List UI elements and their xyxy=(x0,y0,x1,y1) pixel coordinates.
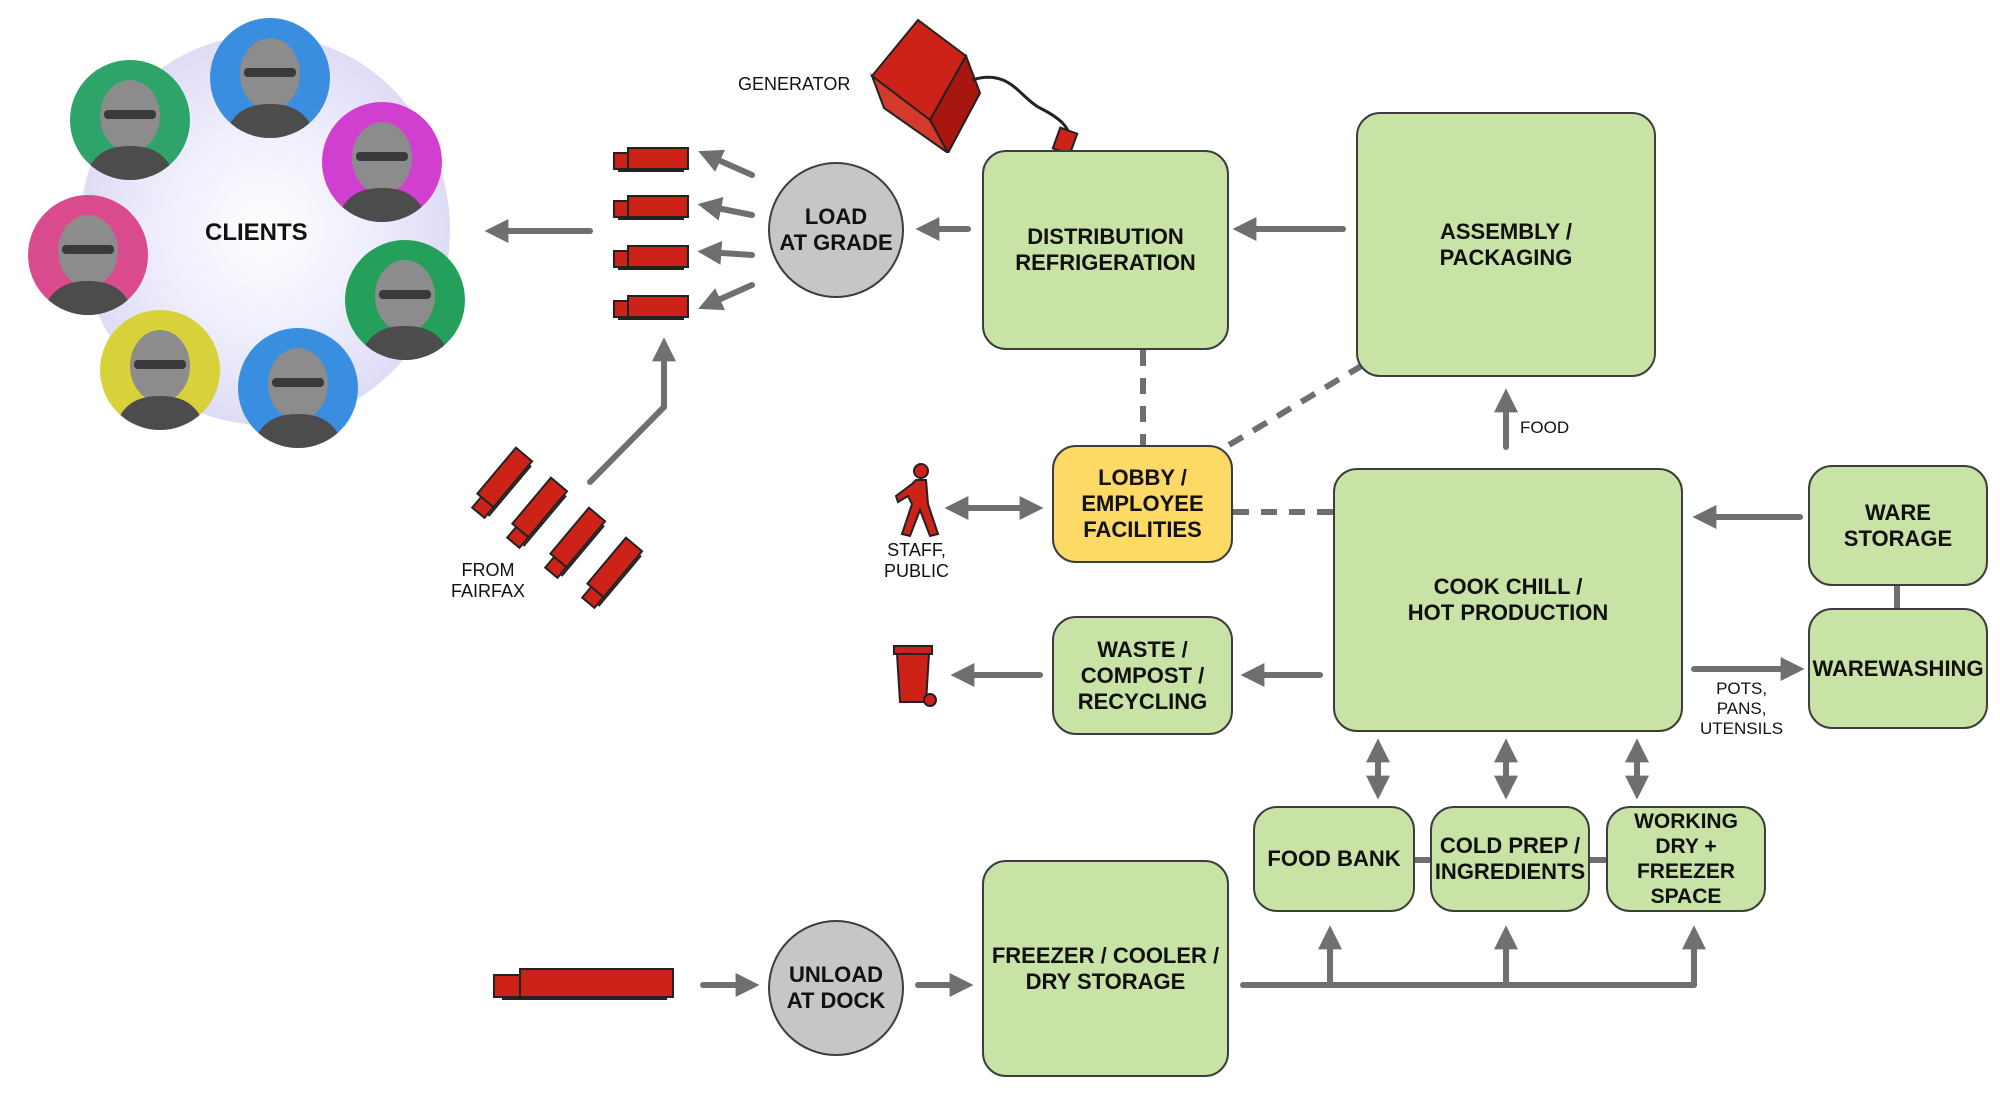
arrow-load-to-van-2 xyxy=(697,197,755,221)
fairfax-truck-icon xyxy=(543,506,607,580)
staff-public-label: STAFF, PUBLIC xyxy=(884,540,950,581)
from-fairfax-label: FROM FAIRFAX xyxy=(451,560,526,601)
food-label: FOOD xyxy=(1520,418,1570,437)
warewashing-node: WAREWASHING xyxy=(1808,608,1988,729)
truck-icon xyxy=(493,968,674,1000)
delivery-van-icon xyxy=(613,147,689,172)
delivery-van-icon xyxy=(613,195,689,220)
waste-node: WASTE / COMPOST / RECYCLING xyxy=(1052,616,1233,735)
fairfax-truck-icon xyxy=(470,446,534,520)
ware-storage-node: WARE STORAGE xyxy=(1808,465,1988,586)
client-portrait xyxy=(210,18,330,138)
arrow-load-to-van-3 xyxy=(697,240,755,265)
client-portrait xyxy=(345,240,465,360)
dashed-assembly-lobby xyxy=(1222,362,1365,451)
working-dry-freezer-node: WORKING DRY + FREEZER SPACE xyxy=(1606,806,1766,912)
lobby-node: LOBBY / EMPLOYEE FACILITIES xyxy=(1052,445,1233,563)
client-portrait xyxy=(322,102,442,222)
trash-bin-icon xyxy=(893,645,937,707)
fairfax-truck-icon xyxy=(580,536,644,610)
pots-pans-utensils-label: POTS, PANS, UTENSILS xyxy=(1700,679,1784,738)
clients-label: CLIENTS xyxy=(205,219,308,246)
unload-at-dock-node: UNLOAD AT DOCK xyxy=(768,920,904,1056)
arrow-load-to-van-4 xyxy=(698,282,755,311)
arrow-load-to-van-1 xyxy=(698,149,755,178)
distribution-refrigeration-node: DISTRIBUTION REFRIGERATION xyxy=(982,150,1229,350)
cold-prep-node: COLD PREP / INGREDIENTS xyxy=(1430,806,1590,912)
walking-person-icon xyxy=(894,463,940,538)
client-portrait xyxy=(100,310,220,430)
arrow-fairfax-to-vans xyxy=(587,337,676,485)
delivery-van-icon xyxy=(613,245,689,270)
food-bank-node: FOOD BANK xyxy=(1253,806,1415,912)
client-portrait xyxy=(238,328,358,448)
cook-chill-node: COOK CHILL / HOT PRODUCTION xyxy=(1333,468,1683,732)
freezer-cooler-node: FREEZER / COOLER / DRY STORAGE xyxy=(982,860,1229,1077)
generator-icon xyxy=(870,18,1079,153)
client-portrait xyxy=(28,195,148,315)
load-at-grade-node: LOAD AT GRADE xyxy=(768,162,904,298)
client-portrait xyxy=(70,60,190,180)
generator-label: GENERATOR xyxy=(738,74,851,94)
fairfax-truck-icon xyxy=(505,476,569,550)
assembly-packaging-node: ASSEMBLY / PACKAGING xyxy=(1356,112,1656,377)
delivery-van-icon xyxy=(613,295,689,320)
